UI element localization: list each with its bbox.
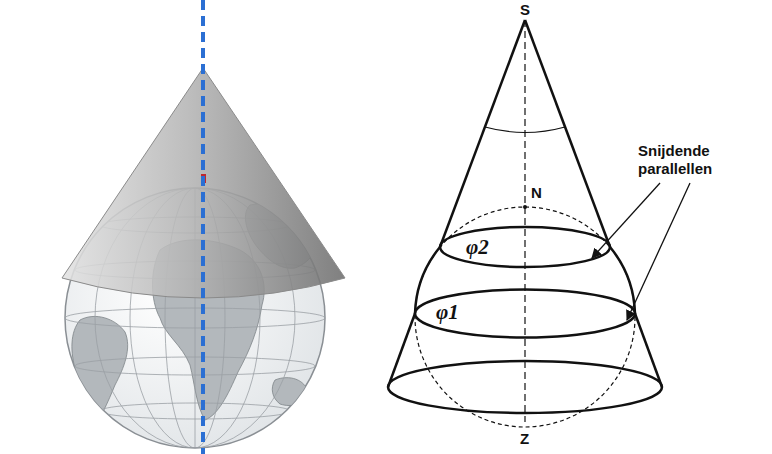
- callout-text: Snijdende parallellen: [638, 142, 738, 178]
- apex-label: S: [520, 1, 530, 18]
- axis-line: [201, 0, 205, 454]
- parallel-label: φ2: [466, 235, 489, 259]
- pole-label: N: [531, 184, 542, 201]
- parallel-label: φ1: [436, 300, 459, 324]
- pole-label: Z: [520, 430, 529, 447]
- leader-arrows: [592, 183, 690, 320]
- secant-cone-drawing: [388, 20, 662, 427]
